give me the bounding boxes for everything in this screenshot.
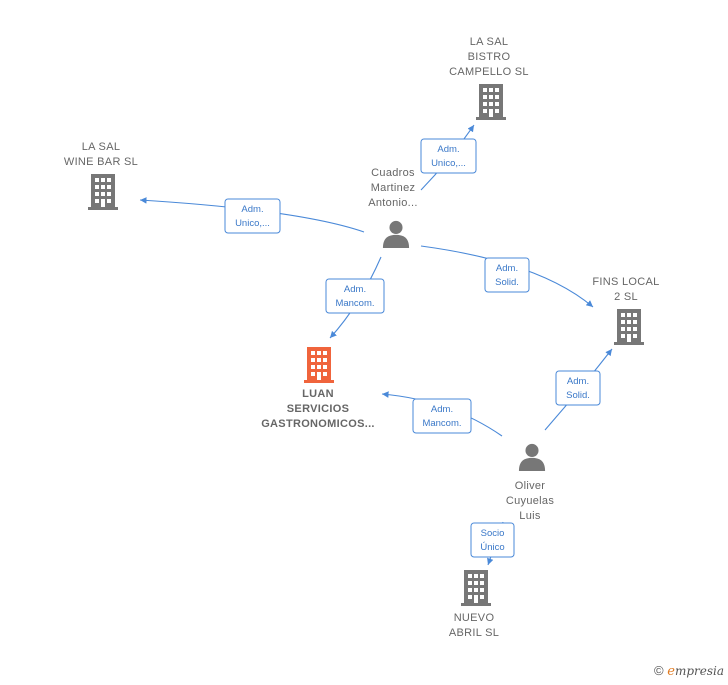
node-label: 2 SL: [614, 291, 638, 303]
node-label: Martinez: [371, 182, 416, 194]
node-label: LA SAL: [82, 141, 121, 153]
node-label: Luis: [519, 510, 541, 522]
edge-label-cuadros-bistro: Adm. Unico,...: [420, 138, 477, 174]
building-icon: [304, 347, 334, 383]
company-node-nuevo-abril[interactable]: NUEVO ABRIL SL: [449, 570, 499, 639]
brand-logo-e: e: [667, 664, 675, 679]
brand-logo-text: mpresia: [674, 664, 724, 678]
svg-text:Adm.: Adm.: [567, 376, 589, 387]
svg-text:Único: Único: [480, 542, 504, 553]
node-label: WINE BAR SL: [64, 156, 138, 168]
svg-text:Mancom.: Mancom.: [335, 298, 374, 309]
person-node-oliver[interactable]: Oliver Cuyuelas Luis: [506, 443, 554, 522]
footer-brand: © empresia: [654, 663, 724, 679]
node-label: Oliver: [515, 480, 546, 492]
building-icon: [461, 570, 491, 606]
person-node-cuadros[interactable]: Cuadros Martinez Antonio...: [368, 167, 417, 248]
edge-label-oliver-nuevo: Socio Único: [470, 522, 515, 558]
svg-text:Adm.: Adm.: [496, 263, 518, 274]
svg-text:Adm.: Adm.: [241, 204, 263, 215]
edge-label-oliver-fins: Adm. Solid.: [555, 370, 601, 406]
node-label: Cuyuelas: [506, 495, 554, 507]
svg-text:Socio: Socio: [481, 528, 505, 539]
svg-text:Adm.: Adm.: [437, 144, 459, 155]
node-label: SERVICIOS: [287, 403, 349, 415]
edge-label-cuadros-winebar: Adm. Unico,...: [224, 198, 281, 234]
node-label: LA SAL: [470, 36, 509, 48]
company-node-la-sal-bistro[interactable]: LA SAL BISTRO CAMPELLO SL: [449, 36, 529, 120]
edge-label-cuadros-fins: Adm. Solid.: [484, 257, 530, 293]
svg-text:Unico,...: Unico,...: [235, 218, 270, 229]
svg-text:Solid.: Solid.: [495, 277, 519, 288]
svg-text:Adm.: Adm.: [431, 404, 453, 415]
copyright-symbol: ©: [654, 663, 664, 678]
edge-label-oliver-luan: Adm. Mancom.: [412, 398, 472, 434]
building-icon: [88, 174, 118, 210]
node-label: Antonio...: [368, 197, 417, 209]
person-icon: [518, 443, 546, 471]
svg-text:Mancom.: Mancom.: [422, 418, 461, 429]
node-label: BISTRO: [468, 51, 511, 63]
node-label: ABRIL SL: [449, 627, 499, 639]
svg-text:Adm.: Adm.: [344, 284, 366, 295]
svg-text:Unico,...: Unico,...: [431, 158, 466, 169]
person-icon: [382, 220, 410, 248]
edge-label-cuadros-luan: Adm. Mancom.: [325, 278, 385, 314]
svg-text:Solid.: Solid.: [566, 390, 590, 401]
node-label: LUAN: [302, 388, 334, 400]
node-label: NUEVO: [454, 612, 495, 624]
node-label: CAMPELLO SL: [449, 66, 529, 78]
building-icon: [476, 84, 506, 120]
company-node-la-sal-wine-bar[interactable]: LA SAL WINE BAR SL: [64, 141, 138, 210]
node-label: GASTRONOMICOS...: [261, 418, 375, 430]
company-node-luan[interactable]: LUAN SERVICIOS GASTRONOMICOS...: [261, 347, 375, 430]
building-icon: [614, 309, 644, 345]
node-label: FINS LOCAL: [592, 276, 659, 288]
company-node-fins-local[interactable]: FINS LOCAL 2 SL: [592, 276, 659, 345]
node-label: Cuadros: [371, 167, 415, 179]
